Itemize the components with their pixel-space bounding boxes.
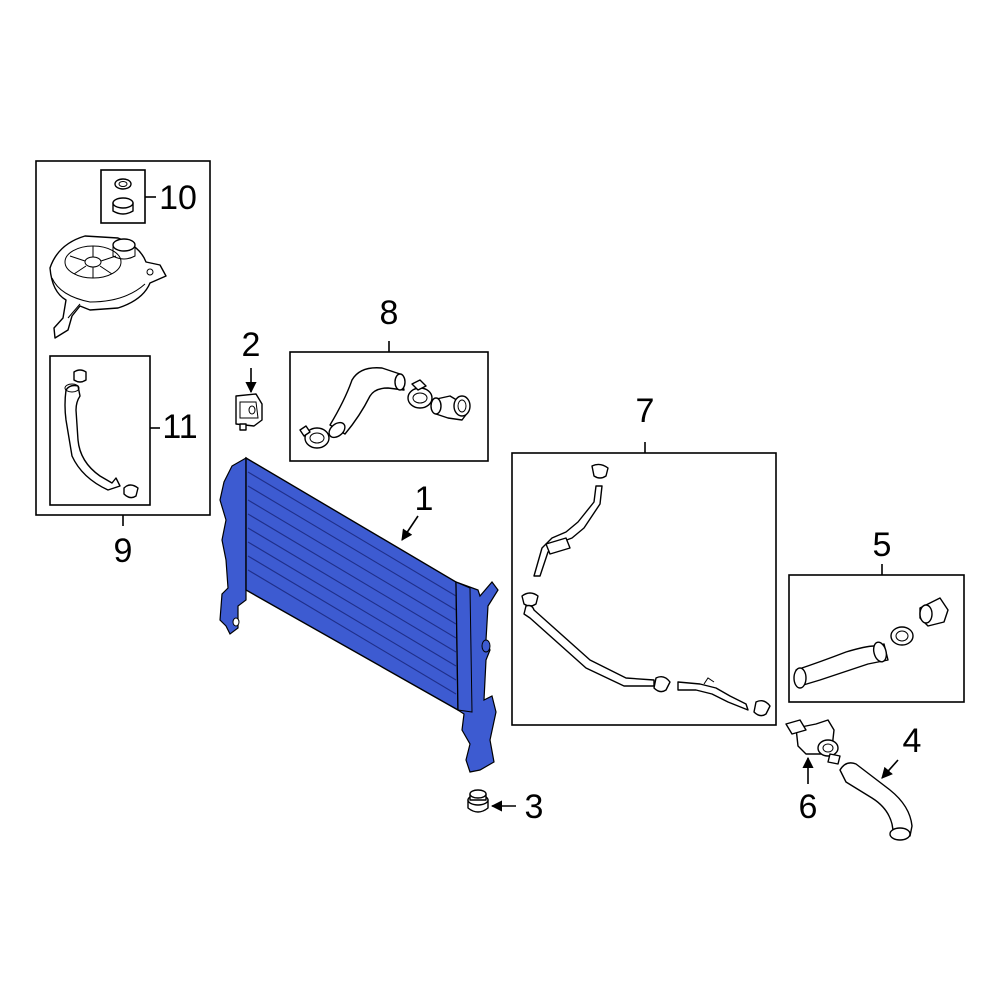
lower-radiator-hose-part	[793, 597, 949, 689]
callout-7: 7	[636, 392, 655, 430]
bypass-hose-part	[839, 759, 913, 841]
radiator-insulator-part	[467, 789, 516, 813]
reservoir-kit-group	[35, 160, 211, 526]
lower-hose-group	[788, 564, 965, 703]
radiator-part	[219, 456, 499, 773]
reservoir-hose-part	[64, 369, 139, 499]
callout-8: 8	[380, 294, 399, 332]
lower-hose-box	[788, 574, 965, 703]
callout-2: 2	[242, 326, 261, 364]
reservoir-cap-part	[112, 178, 134, 215]
hose-box	[49, 355, 151, 506]
upper-hose-group	[289, 341, 489, 462]
coolant-reservoir-part	[49, 235, 167, 339]
callout-6: 6	[799, 788, 818, 826]
coolant-pipe-group	[511, 442, 777, 726]
callout-10: 10	[159, 179, 197, 217]
hose-clamp-part	[299, 379, 433, 449]
callout-1: 1	[415, 480, 434, 518]
coolant-pipe-part	[521, 463, 771, 717]
callout-9: 9	[114, 532, 133, 570]
hose-connector-part	[430, 395, 471, 421]
callout-4: 4	[903, 722, 922, 760]
callout-11: 11	[162, 408, 197, 446]
callout-3: 3	[525, 788, 544, 826]
radiator-mount-part	[235, 368, 263, 431]
cap-box	[100, 169, 146, 224]
thermostat-housing-part	[785, 719, 841, 784]
coolant-pipe-box	[511, 452, 777, 726]
upper-radiator-hose-part	[328, 367, 406, 439]
radiator-fins	[247, 471, 457, 695]
callout-5: 5	[873, 526, 892, 564]
